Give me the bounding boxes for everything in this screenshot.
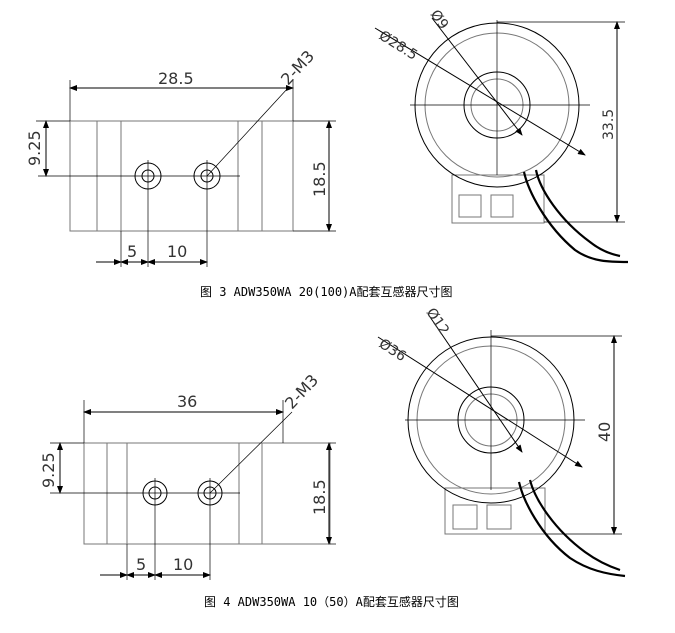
fig3-outer-diameter-label: Ø28.5 [376,28,420,64]
fig3-width-label: 28.5 [158,69,194,88]
fig4-hole-label: 2-M3 [281,371,322,413]
fig4-total-height-label: 40 [595,422,614,442]
fig3-pitch-label: 10 [167,242,187,261]
fig3-inner-diameter-label: Ø9 [427,7,452,33]
fig3-height-label: 18.5 [310,161,329,197]
fig3-hole-label: 2-M3 [277,47,318,89]
fig3-lead-wire-1 [522,171,629,264]
fig3-side-view: 28.5 2-M3 9.25 18.5 5 10 [25,47,336,267]
fig4-inner-diameter-label: Ø12 [423,305,452,338]
fig4-offset-label: 5 [136,555,146,574]
fig4-width-label: 36 [177,392,197,411]
fig4-height-label: 18.5 [310,479,329,515]
fig3-upper-height-label: 9.25 [25,130,44,166]
fig3-lead-wire-2 [534,169,621,258]
fig3-base-bracket [451,174,545,224]
fig4-upper-height-label: 9.25 [39,452,58,488]
fig3-offset-label: 5 [127,242,137,261]
fig4-side-view: 36 2-M3 9.25 18.5 5 10 [39,371,336,580]
fig4-lead-wire-2 [528,479,621,572]
fig4-lead-wire-1 [517,481,626,578]
fig4-base-bracket [444,487,546,535]
fig4-front-view: Ø36 Ø12 40 [376,305,626,578]
fig4-outer-diameter-label: Ø36 [376,336,409,365]
fig3-caption: 图 3 ADW350WA 20(100)A配套互感器尺寸图 [200,284,453,299]
fig3-front-view: Ø28.5 Ø9 33.5 [374,7,629,264]
fig4-pitch-label: 10 [173,555,193,574]
fig4-body-outline [83,442,331,545]
fig4-caption: 图 4 ADW350WA 10（50）A配套互感器尺寸图 [204,594,459,609]
fig3-total-height-label: 33.5 [601,109,617,140]
